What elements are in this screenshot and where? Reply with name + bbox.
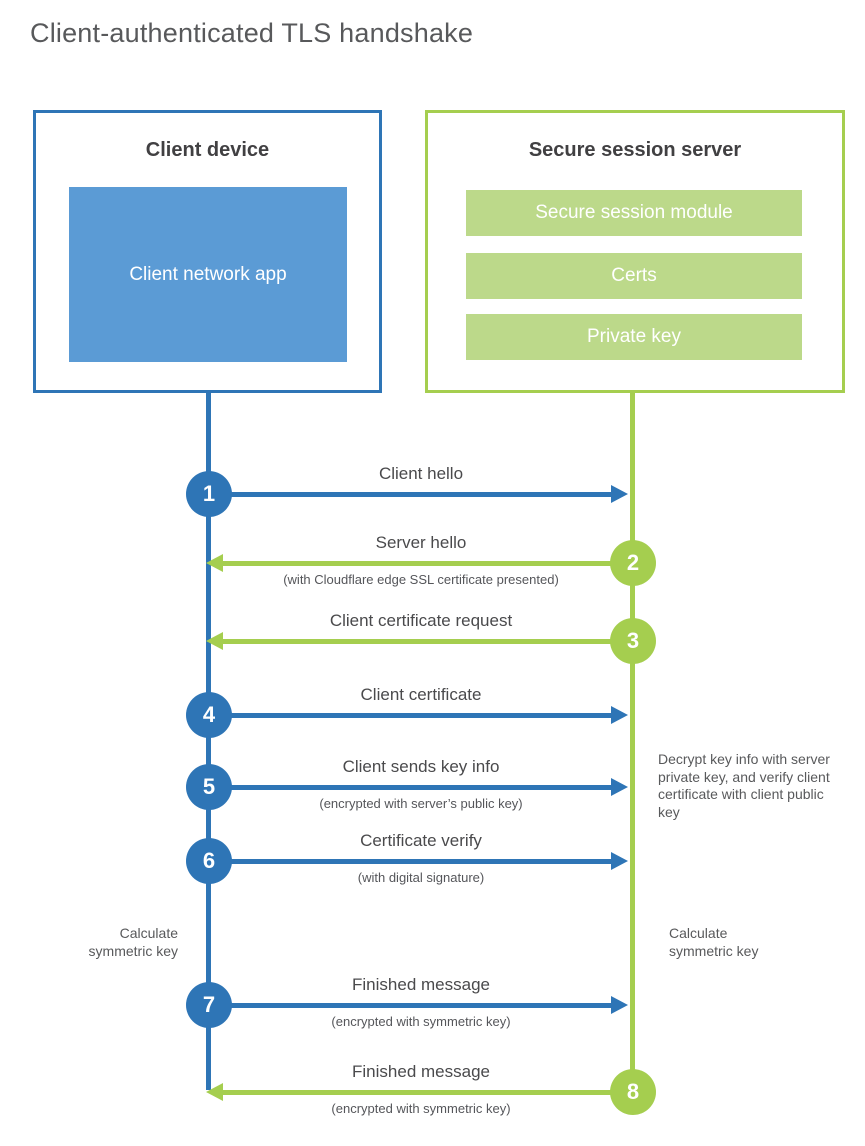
step-2-label: Server hello bbox=[375, 533, 467, 552]
step-6-label: Certificate verify bbox=[360, 831, 482, 850]
step-7-number: 7 bbox=[202, 992, 216, 1017]
step-8-label: Finished message bbox=[352, 1062, 490, 1081]
client-device-title: Client device bbox=[145, 139, 270, 161]
step-4-number: 4 bbox=[202, 702, 216, 727]
step-1-arrowhead-icon bbox=[611, 485, 628, 503]
step-4-arrowhead-icon bbox=[611, 706, 628, 724]
server-lifeline bbox=[630, 390, 635, 1092]
step-2-arrow-line bbox=[221, 561, 633, 566]
step-1-label: Client hello bbox=[378, 464, 464, 483]
server-calculate-symmetric-key-note: Calculate symmetric key bbox=[669, 925, 759, 959]
step-4-arrow-line bbox=[209, 713, 613, 718]
step-2-number: 2 bbox=[626, 550, 640, 575]
step-1-arrow-line bbox=[209, 492, 613, 497]
step-3-number: 3 bbox=[626, 628, 640, 653]
step-2-arrowhead-icon bbox=[206, 554, 223, 572]
step-5-badge: 5 bbox=[186, 764, 232, 810]
step-6-number: 6 bbox=[202, 848, 216, 873]
step-8-arrowhead-icon bbox=[206, 1083, 223, 1101]
step-8-arrow-line bbox=[221, 1090, 633, 1095]
step-7-arrowhead-icon bbox=[611, 996, 628, 1014]
page-title: Client-authenticated TLS handshake bbox=[30, 18, 474, 48]
server-module-certs: Certs bbox=[466, 253, 802, 299]
server-decrypt-note: Decrypt key info with server private key… bbox=[658, 751, 830, 820]
step-7-arrow-line bbox=[209, 1003, 613, 1008]
client-lifeline bbox=[206, 390, 211, 1090]
secure-session-server-title: Secure session server bbox=[528, 139, 742, 161]
step-8-number: 8 bbox=[626, 1079, 640, 1104]
step-6-sublabel: (with digital signature) bbox=[357, 870, 485, 885]
step-2-sublabel: (with Cloudflare edge SSL certificate pr… bbox=[283, 572, 559, 587]
step-3-label: Client certificate request bbox=[329, 611, 513, 630]
step-5-arrow-line bbox=[209, 785, 613, 790]
step-1-badge: 1 bbox=[186, 471, 232, 517]
server-module-private-key: Private key bbox=[466, 314, 802, 360]
step-5-label: Client sends key info bbox=[342, 757, 500, 776]
step-1-number: 1 bbox=[202, 481, 216, 506]
step-8-badge: 8 bbox=[610, 1069, 656, 1115]
step-3-badge: 3 bbox=[610, 618, 656, 664]
client-calculate-symmetric-key-note: Calculate symmetric key bbox=[88, 925, 178, 959]
step-6-arrow-line bbox=[209, 859, 613, 864]
step-7-label: Finished message bbox=[352, 975, 490, 994]
step-5-sublabel: (encrypted with server’s public key) bbox=[319, 796, 523, 811]
step-5-number: 5 bbox=[202, 774, 216, 799]
step-5-arrowhead-icon bbox=[611, 778, 628, 796]
server-module-secure-session: Secure session module bbox=[466, 190, 802, 236]
client-network-app-label: Client network app bbox=[129, 263, 287, 285]
step-8-sublabel: (encrypted with symmetric key) bbox=[331, 1101, 511, 1116]
client-network-app-box: Client network app bbox=[69, 187, 347, 362]
step-3-arrow-line bbox=[221, 639, 633, 644]
step-4-label: Client certificate bbox=[360, 685, 482, 704]
step-7-badge: 7 bbox=[186, 982, 232, 1028]
step-3-arrowhead-icon bbox=[206, 632, 223, 650]
step-6-badge: 6 bbox=[186, 838, 232, 884]
step-6-arrowhead-icon bbox=[611, 852, 628, 870]
step-2-badge: 2 bbox=[610, 540, 656, 586]
step-7-sublabel: (encrypted with symmetric key) bbox=[331, 1014, 511, 1029]
step-4-badge: 4 bbox=[186, 692, 232, 738]
